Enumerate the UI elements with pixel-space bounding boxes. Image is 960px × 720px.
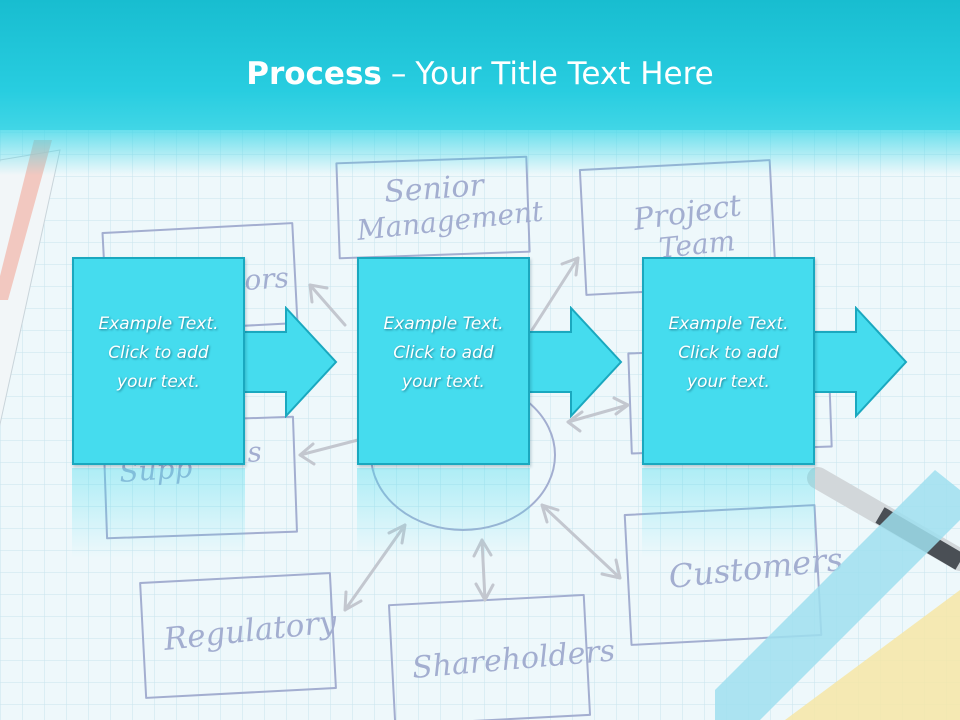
title-bar-fade [0, 130, 960, 175]
step-1-arrow [241, 306, 338, 418]
process-step-1[interactable]: Example Text. Click to add your text. [72, 257, 245, 465]
step-3-line-1: Example Text. [668, 314, 789, 334]
sticky-note-yellow [785, 590, 960, 720]
step-2-text[interactable]: Example Text. Click to add your text. [357, 310, 530, 397]
sketch-label-suppliers-end: s [246, 435, 263, 469]
step-2-line-1: Example Text. [383, 314, 504, 334]
step-3-box [642, 257, 815, 465]
sketch-box-regulatory [139, 572, 337, 699]
step-3-arrow [811, 306, 908, 418]
step-1-line-3: your text. [117, 372, 200, 392]
step-1-box [72, 257, 245, 465]
step-2-line-2: Click to add [393, 343, 494, 363]
step-1-reflection [72, 468, 245, 558]
slide-title[interactable]: Process–Your Title Text Here [0, 54, 960, 94]
step-1-text[interactable]: Example Text. Click to add your text. [72, 310, 245, 397]
step-1-line-2: Click to add [108, 343, 209, 363]
process-step-3[interactable]: Example Text. Click to add your text. [642, 257, 815, 465]
step-2-arrow [526, 306, 623, 418]
step-3-line-3: your text. [687, 372, 770, 392]
step-3-text[interactable]: Example Text. Click to add your text. [642, 310, 815, 397]
step-3-reflection [642, 468, 815, 558]
title-separator: – [390, 56, 407, 92]
step-1-line-1: Example Text. [98, 314, 219, 334]
process-step-2[interactable]: Example Text. Click to add your text. [357, 257, 530, 465]
title-text: Your Title Text Here [415, 56, 714, 92]
sketch-box-customers [623, 504, 823, 646]
step-2-box [357, 257, 530, 465]
sticky-note-blue [715, 470, 960, 720]
step-3-line-2: Click to add [678, 343, 779, 363]
title-bar [0, 0, 960, 130]
step-2-line-3: your text. [402, 372, 485, 392]
step-2-reflection [357, 468, 530, 558]
sketch-label-competitors-partial: ors [243, 261, 290, 297]
title-bold: Process [246, 56, 382, 92]
